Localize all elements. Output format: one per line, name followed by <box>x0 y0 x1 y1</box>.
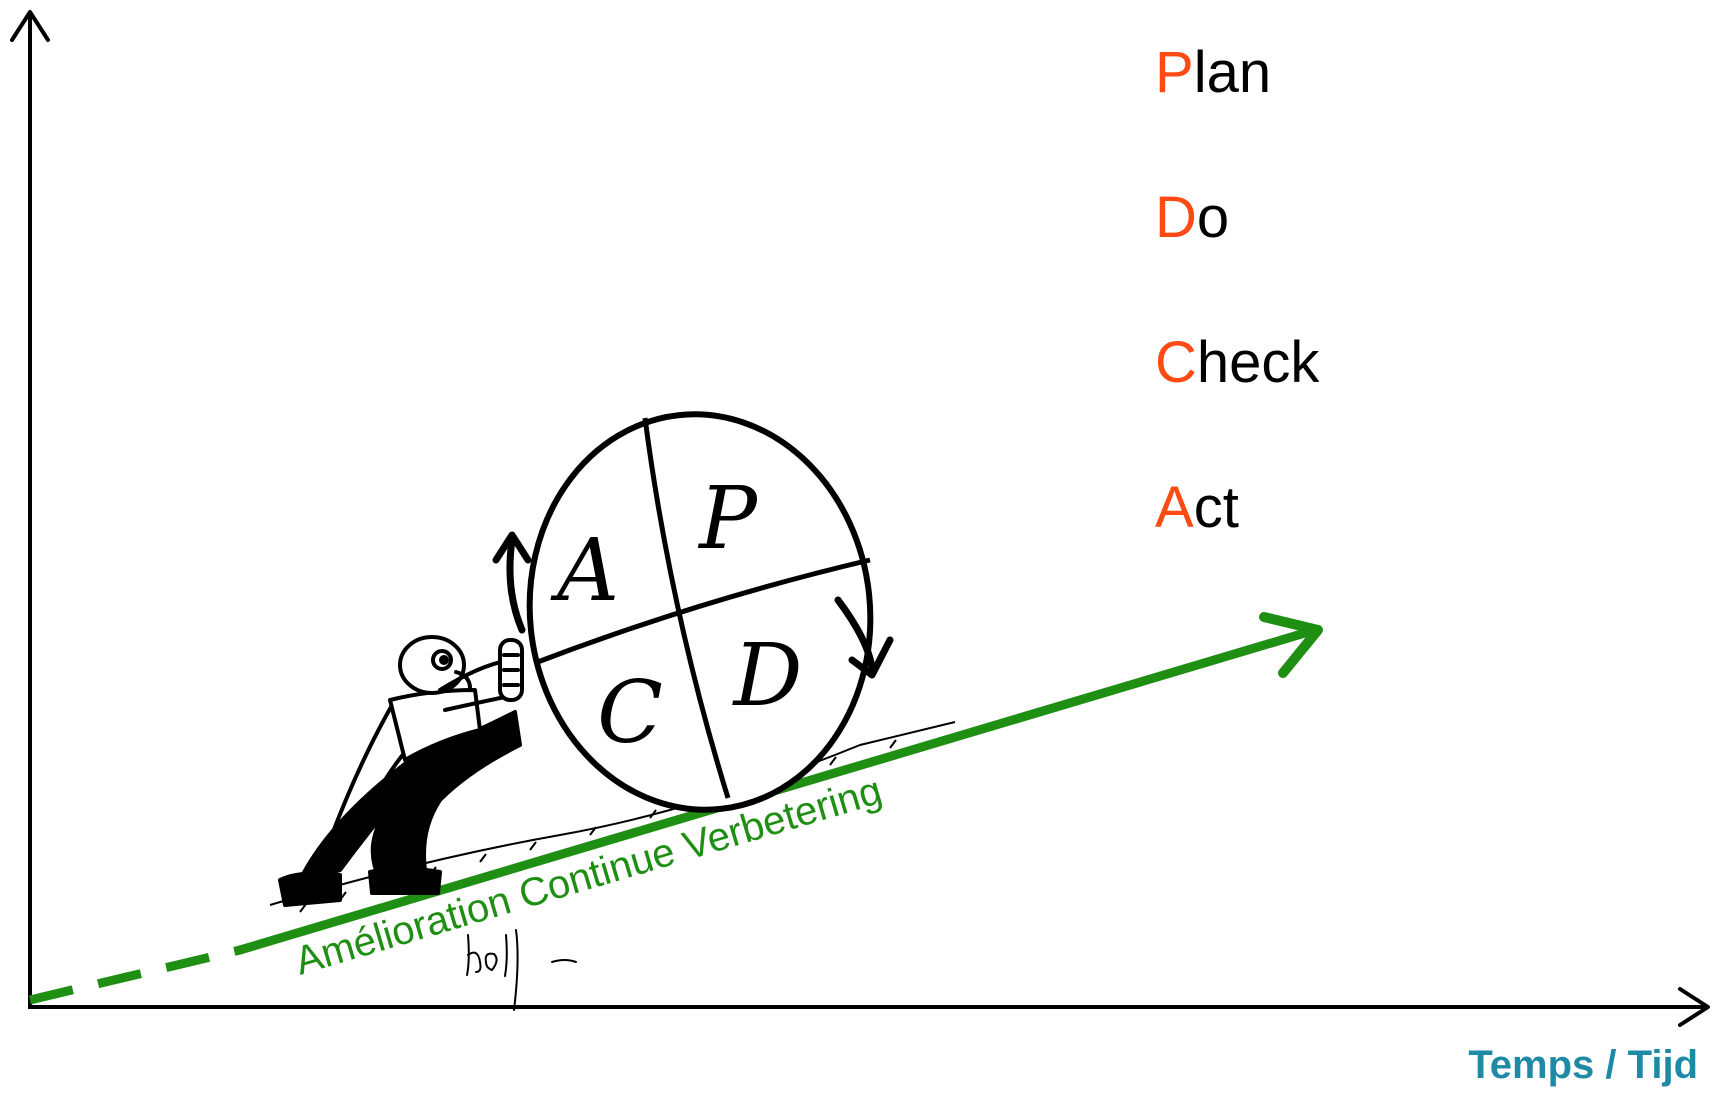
wheel-quadrant-act: A <box>550 521 619 621</box>
trend-arrowhead <box>1259 612 1323 678</box>
signature-icon <box>466 929 577 1011</box>
pdca-list: Plan Do Check Act <box>1155 40 1320 540</box>
wheel-quadrant-do: D <box>732 626 803 726</box>
cycle-arrow-icon <box>492 531 894 679</box>
y-axis-arrowhead <box>10 10 50 42</box>
y-axis <box>10 10 50 1007</box>
wheel-quadrant-plan: P <box>697 469 759 569</box>
pdca-item-act: Act <box>1155 475 1239 540</box>
wheel-divider-horizontal <box>534 557 871 666</box>
pdca-item-check: Check <box>1155 330 1320 395</box>
wheel-quadrant-check: C <box>597 663 663 763</box>
trend-line-dashed <box>28 945 242 1005</box>
pdca-initial: C <box>1155 330 1197 395</box>
pdca-initial: A <box>1155 475 1194 540</box>
pdca-rest: o <box>1197 185 1229 250</box>
wheel-divider-vertical <box>642 417 731 799</box>
pdca-item-plan: Plan <box>1155 40 1271 105</box>
x-axis-label: Temps / Tijd <box>1468 1043 1698 1087</box>
pdca-rest: heck <box>1197 330 1321 395</box>
x-axis <box>28 987 1710 1027</box>
pdca-initial: P <box>1155 40 1194 105</box>
man-pushing-icon <box>278 635 524 907</box>
pdca-wheel-icon: A P C D <box>526 411 874 813</box>
pdca-item-do: Do <box>1155 185 1229 250</box>
x-axis-arrowhead <box>1678 987 1710 1027</box>
pdca-rest: lan <box>1194 40 1271 105</box>
pdca-initial: D <box>1155 185 1197 250</box>
pdca-rest: ct <box>1194 475 1239 540</box>
